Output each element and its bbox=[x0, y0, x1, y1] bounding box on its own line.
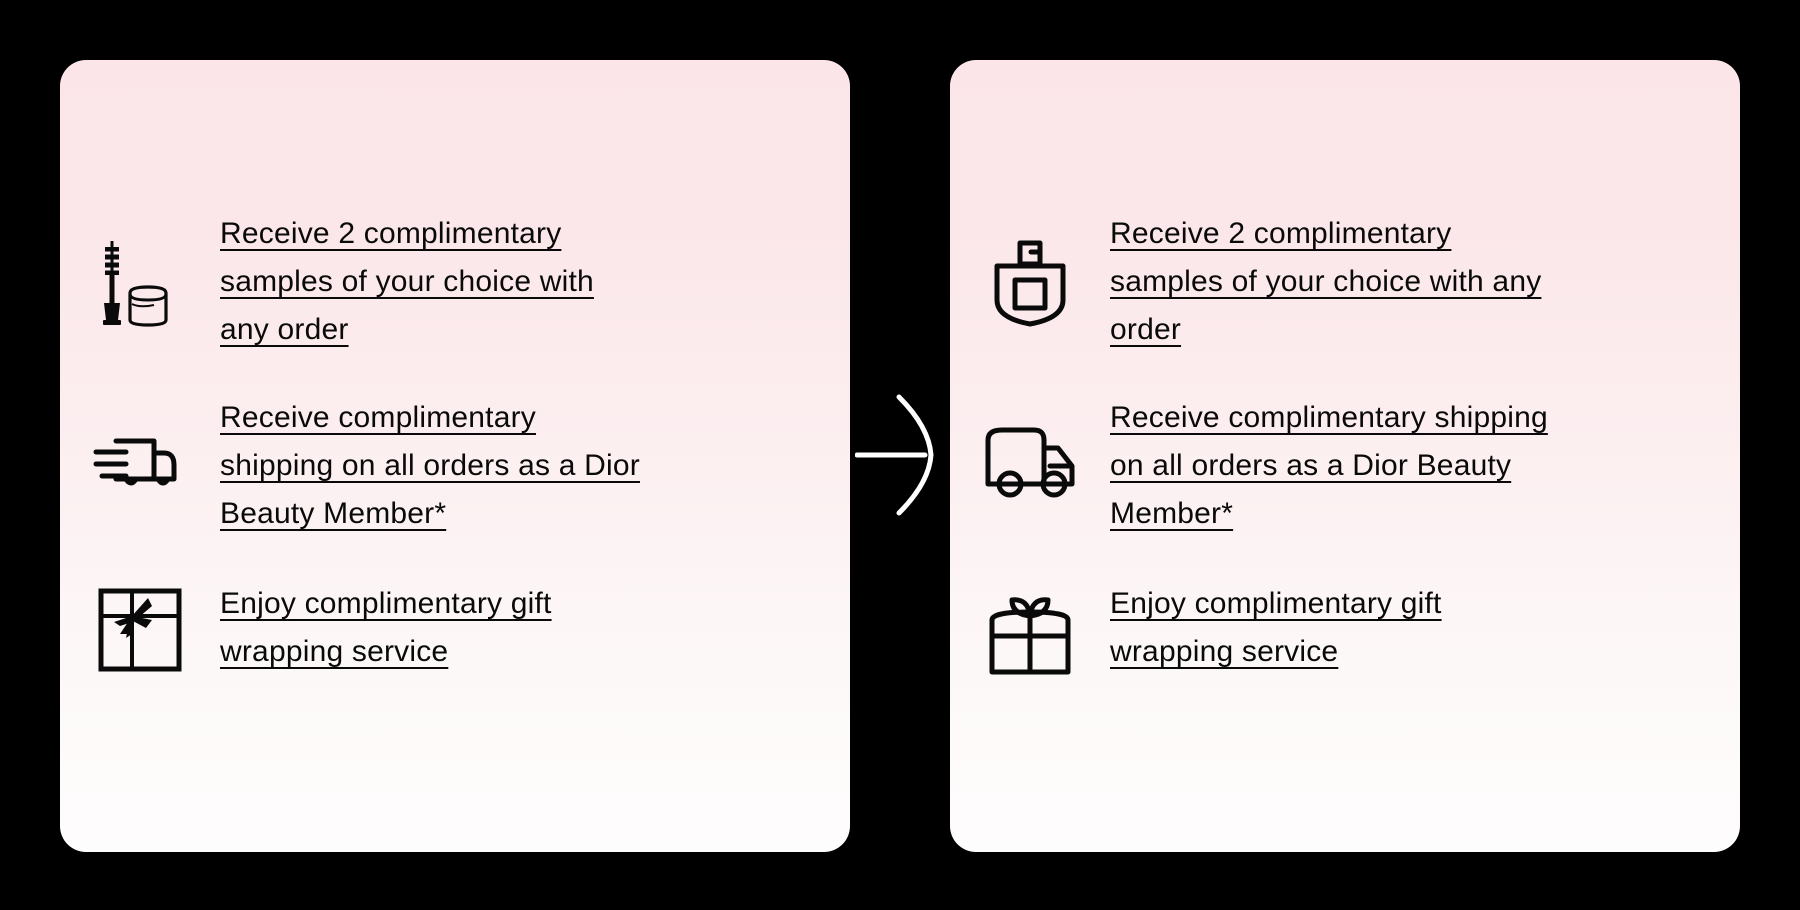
right-card-benefit-list: Receive 2 complimentary samples of your … bbox=[950, 210, 1740, 720]
mascara-wand-and-cream-jar-icon bbox=[92, 238, 188, 328]
gift-box-ribbon-bow-icon bbox=[96, 586, 184, 674]
benefit-link-gift-left[interactable]: Enjoy complimentary gift wrapping servic… bbox=[220, 587, 552, 668]
benefit-link-shipping-right[interactable]: Receive complimentary shipping on all or… bbox=[1110, 401, 1548, 530]
perfume-bottle-icon bbox=[987, 238, 1073, 328]
left-card: Receive 2 complimentary samples of your … bbox=[60, 60, 850, 852]
benefit-row-gift-left: Enjoy complimentary gift wrapping servic… bbox=[60, 580, 850, 720]
icon-slot bbox=[950, 210, 1110, 328]
icon-slot bbox=[60, 210, 220, 328]
right-arrow-icon bbox=[854, 394, 945, 539]
delivery-truck-speed-lines-icon bbox=[92, 422, 188, 494]
icon-slot bbox=[60, 394, 220, 494]
benefit-row-gift-right: Enjoy complimentary gift wrapping servic… bbox=[950, 580, 1740, 720]
benefit-link-shipping-left[interactable]: Receive complimentary shipping on all or… bbox=[220, 401, 640, 530]
arrow-separator bbox=[854, 375, 945, 535]
benefit-row-shipping-left: Receive complimentary shipping on all or… bbox=[60, 394, 850, 538]
benefit-link-gift-right[interactable]: Enjoy complimentary gift wrapping servic… bbox=[1110, 587, 1442, 668]
gift-box-leaf-bow-icon bbox=[984, 586, 1076, 678]
left-card-benefit-list: Receive 2 complimentary samples of your … bbox=[60, 210, 850, 720]
right-card: Receive 2 complimentary samples of your … bbox=[950, 60, 1740, 852]
benefit-link-samples-left[interactable]: Receive 2 complimentary samples of your … bbox=[220, 217, 594, 346]
benefit-row-shipping-right: Receive complimentary shipping on all or… bbox=[950, 394, 1740, 538]
icon-slot bbox=[950, 580, 1110, 678]
icon-slot bbox=[60, 580, 220, 674]
benefit-row-samples-right: Receive 2 complimentary samples of your … bbox=[950, 210, 1740, 354]
delivery-truck-outline-icon bbox=[982, 422, 1078, 502]
icon-slot bbox=[950, 394, 1110, 502]
benefit-row-samples-left: Receive 2 complimentary samples of your … bbox=[60, 210, 850, 354]
benefit-link-samples-right[interactable]: Receive 2 complimentary samples of your … bbox=[1110, 217, 1542, 346]
